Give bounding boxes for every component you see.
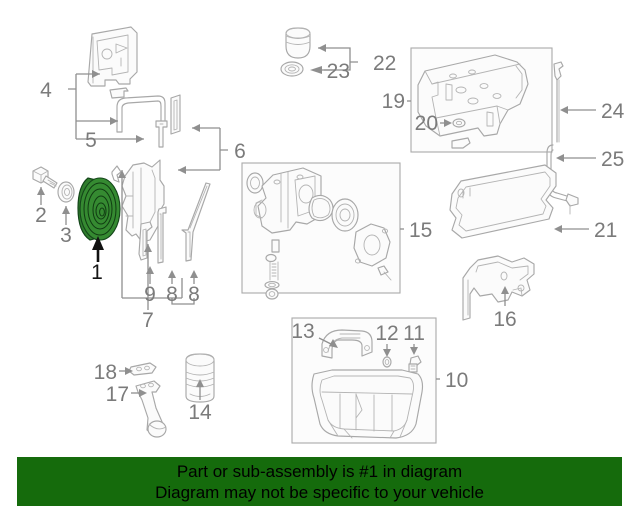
part-oil-dipstick — [553, 61, 564, 143]
leader-12 — [383, 344, 391, 357]
callout-label-7: 7 — [142, 309, 154, 332]
callout-label-3: 3 — [60, 224, 72, 247]
leader-18 — [119, 367, 133, 375]
leader-9 — [146, 266, 154, 284]
callout-label-16: 16 — [493, 308, 516, 331]
leader-3 — [62, 206, 70, 225]
callout-label-10: 10 — [445, 369, 468, 392]
part-oil-pump-assembly — [246, 167, 392, 300]
part-upper-timing-cover — [87, 26, 138, 87]
callout-label-23: 23 — [327, 60, 350, 83]
leader-4 — [68, 70, 118, 125]
part-rear-cover-gasket — [462, 255, 535, 321]
part-oil-filler-cap-seal — [280, 61, 304, 77]
callout-label-14: 14 — [188, 401, 212, 424]
banner-line-2: Diagram may not be specific to your vehi… — [155, 482, 484, 502]
callout-label-8b: 8 — [188, 283, 200, 306]
callout-label-5: 5 — [85, 129, 97, 152]
part-timing-cover-seal-strip — [138, 221, 153, 261]
leader-13 — [318, 337, 338, 348]
leader-2 — [37, 187, 45, 205]
leader-16 — [501, 286, 509, 306]
leader-25 — [556, 154, 596, 162]
callout-label-25: 25 — [601, 148, 624, 171]
callout-label-9: 9 — [144, 283, 156, 306]
callout-label-21: 21 — [594, 219, 617, 242]
leader-17 — [131, 389, 147, 397]
part-timing-cover-gasket — [157, 182, 211, 264]
part-timing-cover-bracket — [155, 94, 181, 148]
callout-label-1: 1 — [91, 261, 103, 284]
leader-23 — [310, 62, 351, 74]
part-drain-plug-washer — [382, 356, 392, 368]
callout-label-4: 4 — [40, 79, 52, 102]
leader-14 — [196, 379, 204, 400]
leader-7 — [118, 170, 183, 310]
part-valve-cover-gasket — [449, 164, 557, 239]
callout-label-19: 19 — [382, 90, 405, 113]
callout-label-24: 24 — [601, 100, 625, 123]
callout-label-12: 12 — [375, 322, 398, 345]
part-valve-cover — [417, 54, 529, 137]
part-timing-cover-seal — [109, 87, 166, 133]
part-pulley-bolt — [32, 166, 58, 189]
callout-label-15: 15 — [409, 219, 432, 242]
callout-label-6: 6 — [234, 140, 246, 163]
callout-label-13: 13 — [291, 320, 314, 343]
part-pulley-washer — [57, 181, 75, 203]
leader-21 — [554, 225, 589, 233]
leader-8-right — [190, 270, 198, 284]
leader-24 — [560, 106, 596, 114]
callout-label-2: 2 — [35, 204, 47, 227]
leader-20 — [440, 119, 452, 127]
callout-label-17: 17 — [106, 383, 129, 406]
callout-label-22: 22 — [373, 52, 396, 75]
part-oil-pan — [311, 369, 424, 439]
leader-11 — [410, 344, 418, 355]
leader-22 — [318, 44, 358, 63]
leader-6 — [178, 124, 228, 174]
part-timing-cover-tab — [111, 165, 122, 183]
part-lower-timing-cover — [121, 159, 165, 243]
part-valve-cover-grommet — [452, 118, 466, 128]
part-oil-level-sensor-tube — [135, 380, 167, 438]
callout-label-18: 18 — [94, 361, 117, 384]
leader-8-left — [168, 270, 195, 305]
highlight-notice-banner: Part or sub-assembly is #1 in diagram Di… — [17, 457, 622, 506]
part-oil-filler-cap — [285, 27, 311, 59]
callout-label-8a: 8 — [166, 283, 178, 306]
part-oil-tube-gasket — [128, 362, 157, 376]
part-crankshaft-pulley-highlighted — [77, 177, 121, 241]
part-drain-plug — [408, 355, 422, 373]
callout-label-20: 20 — [415, 112, 438, 135]
part-valve-cover-clip — [451, 137, 471, 149]
leader-5 — [75, 121, 144, 143]
leader-1-highlighted — [92, 236, 104, 262]
banner-line-1: Part or sub-assembly is #1 in diagram — [176, 461, 463, 481]
callout-label-11: 11 — [403, 322, 425, 345]
